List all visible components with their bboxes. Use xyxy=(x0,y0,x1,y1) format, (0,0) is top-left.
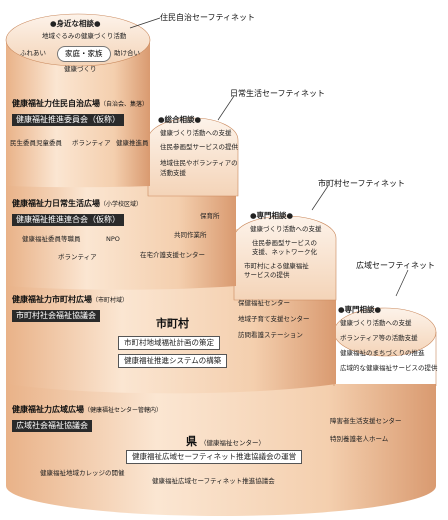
tier2-bullet-3: 地域住民やボランティアの xyxy=(160,159,238,167)
tier2-top xyxy=(147,117,239,197)
tier3-plan-box: 市町村地域福祉計画の策定 xyxy=(118,336,220,350)
tier2-bullet-1: 健康づくり活動への支援 xyxy=(160,129,232,137)
tier3-system-box: 健康福祉推進システムの構築 xyxy=(118,354,228,368)
tier1-member-3: 健康推進員 xyxy=(116,139,149,147)
tier3-top xyxy=(233,215,337,301)
tier2-bullet-4: 活動支援 xyxy=(160,169,186,177)
tier2-heading: 健康福祉力日常生活広場（小学校区域） xyxy=(12,200,142,208)
tier4-side xyxy=(6,384,436,516)
prefecture-sub: （健康福祉センター） xyxy=(200,439,265,447)
tier1-health: 健康づくり xyxy=(64,65,97,73)
tier3-heading-sub: （市町村域） xyxy=(92,297,129,304)
tier4-heading: 健康福祉力広域広場（健康福祉センター管轄内） xyxy=(12,406,162,414)
regional-net-label: 広域セーフティネット xyxy=(356,261,436,270)
tier4-bullet-1: 健康づくり活動への支援 xyxy=(340,319,412,327)
tier3-bullet-3: 支援、ネットワーク化 xyxy=(252,248,317,256)
tier1-community: 地域ぐるみの健康づくり活動 xyxy=(42,32,127,40)
tier2-member-4: 共同作業所 xyxy=(174,231,207,239)
tier2-member-3: 保育所 xyxy=(200,212,220,220)
tier2-heading-sub: （小学校区域） xyxy=(100,201,143,208)
tier4-bullet-2: ボランティア等の活動支援 xyxy=(340,334,418,342)
tier4-member-4: 健康福祉広域セーフティネット推進協議会 xyxy=(152,477,275,485)
tier4-bullet-3: 健康福祉のまちづくりの推進 xyxy=(340,349,425,357)
tier3-bubble: ●専門相談● xyxy=(250,211,294,220)
tier3-bullet-1: 健康づくり活動への支援 xyxy=(250,225,322,233)
prefecture-text: 県 xyxy=(186,435,197,448)
tier1-tasukeai: 助け合い xyxy=(114,49,140,57)
tier4-heading-sub: （健康福祉センター管轄内） xyxy=(84,407,163,414)
family-center: 家庭・家族 xyxy=(57,46,111,62)
tier2-bubble: ●総合相談● xyxy=(158,115,202,124)
tier3-bullet-5: サービスの提供 xyxy=(244,271,290,279)
tier1-committee: 健康福祉推進委員会（仮称） xyxy=(12,114,124,126)
tier4-bullet-4: 広域的な健康福祉サービスの提供 xyxy=(340,364,438,372)
tier4-committee-box: 健康福祉広域セーフティネット推進協議会の運営 xyxy=(126,450,303,464)
tier4-council: 広域社会福祉協議会 xyxy=(12,420,92,432)
tier4-heading-text: 健康福祉力広域広場 xyxy=(12,405,84,414)
tier1-side xyxy=(6,40,150,188)
daily-net-label: 日常生活セーフティネット xyxy=(230,89,326,98)
tier2-bullet-2: 住民参画型サービスの提供 xyxy=(160,143,238,151)
prefecture-label: 県（健康福祉センター） xyxy=(186,432,265,448)
tier3-council: 市町村社会福祉協議会 xyxy=(12,310,100,322)
municipal-net-label: 市町村セーフティネット xyxy=(318,179,406,188)
tier3-member-3: 訪問看護ステーション xyxy=(238,331,303,339)
tier1-fureai: ふれあい xyxy=(20,49,46,57)
tier3-member-2: 地域子育て支援センター xyxy=(238,315,310,323)
tier1-member-1: 民生委員児童委員 xyxy=(10,139,62,147)
tier4-member-3: 健康福祉地域カレッジの開催 xyxy=(40,469,125,477)
tier3-bullet-2: 住民参画型サービスの xyxy=(252,239,317,247)
tier4-member-2: 特別養護老人ホーム xyxy=(330,435,389,443)
resident-net-label: 住民自治セーフティネット xyxy=(160,13,256,22)
tier1-heading: 健康福祉力住民自治広場（自治会、集落） xyxy=(12,100,148,108)
tier1-heading-sub: （自治会、集落） xyxy=(100,101,149,108)
tier2-member-2: NPO xyxy=(106,235,120,243)
tier3-heading-text: 健康福祉力市町村広場 xyxy=(12,295,92,304)
tier1-member-2: ボランティア xyxy=(72,139,111,147)
tier2-member-1: 健康福祉委員等職員 xyxy=(22,235,81,243)
tier1-top xyxy=(5,13,151,67)
tier4-bubble: ●専門相談● xyxy=(338,305,382,314)
city-label: 市町村 xyxy=(156,317,189,330)
tier3-bullet-4: 市町村による健康福祉 xyxy=(244,262,309,270)
tier2-council: 健康福祉推進連合会（仮称） xyxy=(12,214,124,226)
tier3-heading: 健康福祉力市町村広場（市町村域） xyxy=(12,296,128,304)
tier4-member-1: 障害者生活支援センター xyxy=(330,417,402,425)
tier2-member-5: ボランティア xyxy=(58,253,97,261)
tier2-heading-text: 健康福祉力日常生活広場 xyxy=(12,199,100,208)
tier2-member-6: 在宅介護支援センター xyxy=(140,251,205,259)
tier1-bubble: ●身近な相談● xyxy=(50,19,101,28)
tier3-member-1: 保健福祉センター xyxy=(238,299,290,307)
tier1-heading-text: 健康福祉力住民自治広場 xyxy=(12,99,100,108)
